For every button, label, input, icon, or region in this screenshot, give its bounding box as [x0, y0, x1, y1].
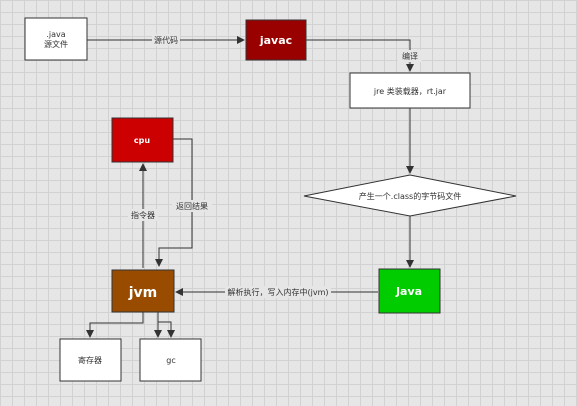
node-java: Java	[378, 268, 441, 314]
edge-label-instruction: 指令器	[131, 210, 155, 220]
jvm-label: jvm	[128, 285, 158, 301]
node-java-source: .java 源文件	[24, 17, 88, 61]
edge-jvm-to-register	[86, 312, 144, 338]
cpu-label: cpu	[134, 136, 150, 145]
java-source-label: 源文件	[44, 39, 68, 49]
jre-loader-label: jre 类装载器，rt.jar	[373, 86, 447, 96]
edge-label-bg	[225, 286, 331, 298]
edge-label-interpret: 解析执行，写入内存中(jvm)	[228, 287, 329, 297]
javac-label: javac	[259, 34, 292, 47]
node-gc: gc	[139, 338, 202, 382]
node-register: 寄存器	[59, 338, 122, 382]
edge-jvm-to-gc-b	[158, 321, 175, 338]
java-source-ext: .java	[46, 30, 65, 39]
node-cpu: cpu	[111, 117, 174, 163]
edge-javac-to-jre	[306, 39, 414, 72]
edge-label-source-code: 源代码	[154, 35, 178, 45]
bytecode-label: 产生一个.class的字节码文件	[359, 191, 461, 201]
edge-labels: 源代码 编译 解析执行，写入内存中(jvm) 指令器 返回结果	[128, 34, 422, 298]
edge-label-bg	[172, 200, 212, 212]
node-jvm: jvm	[111, 269, 175, 313]
node-jre-loader: jre 类装载器，rt.jar	[349, 72, 471, 109]
edge-cpu-to-jvm	[155, 138, 193, 267]
gc-label: gc	[166, 356, 175, 365]
node-bytecode: 产生一个.class的字节码文件	[303, 174, 517, 217]
edge-label-bg	[152, 34, 180, 46]
register-label: 寄存器	[78, 355, 102, 365]
edge-label-return-result: 返回结果	[176, 201, 208, 211]
edge-label-bg	[128, 209, 158, 221]
java-label: Java	[395, 285, 422, 298]
node-javac: javac	[245, 19, 307, 61]
edge-label-compile: 编译	[402, 51, 418, 61]
edge-label-bg	[398, 50, 422, 62]
